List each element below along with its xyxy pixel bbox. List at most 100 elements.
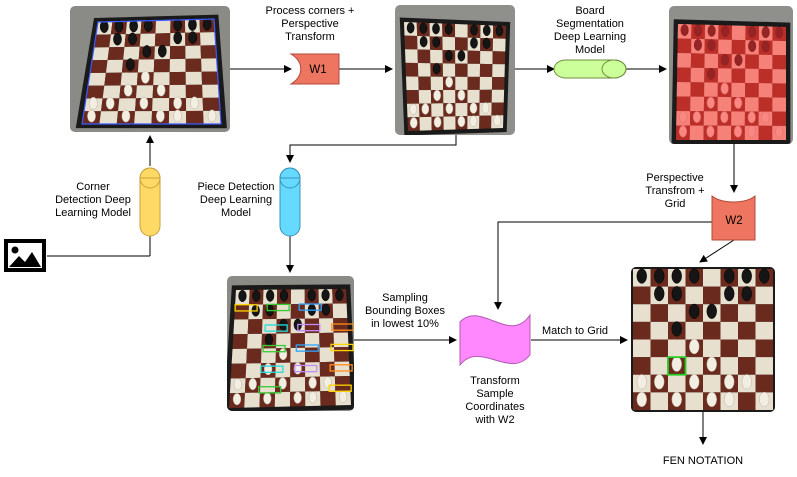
warped-board-piece [444, 23, 453, 35]
w1-label: W1 [309, 64, 326, 76]
detected-board-piece [308, 391, 317, 404]
warped-board-piece [421, 103, 430, 115]
corner-detection-photo [70, 6, 230, 132]
warped-board-square [492, 38, 506, 52]
final-board-piece [654, 286, 665, 302]
corner-board-square [153, 59, 170, 73]
warped-board-square [404, 35, 418, 50]
corner-board-square [186, 110, 204, 124]
detected-board-bounding-box [264, 324, 288, 332]
match-to-grid-label: Match to Grid [542, 325, 608, 337]
corner-board-square [99, 111, 119, 124]
corner-board-piece [123, 83, 133, 97]
corner-board-square [134, 111, 153, 124]
warped-board-square [480, 50, 493, 65]
detected-board-bounding-box [266, 303, 290, 312]
warped-board-piece [457, 115, 466, 128]
warped-board-square [418, 76, 431, 91]
final-board-matched-square [667, 356, 687, 376]
detected-board-square [276, 304, 291, 319]
final-board-square [685, 286, 703, 305]
final-board-square [650, 357, 668, 375]
piece-detection-photo [227, 276, 354, 411]
final-board-square [668, 304, 686, 322]
detected-board-square [233, 319, 249, 335]
warped-board-square [455, 102, 468, 117]
detected-board-square [304, 318, 320, 334]
corner-board-piece [139, 96, 149, 110]
detected-board-square [319, 318, 334, 333]
corner-board-square [152, 98, 170, 112]
corner-board-piece [142, 45, 152, 58]
corner-model-line-1: Corner [76, 181, 110, 193]
final-board-square [703, 374, 721, 393]
detected-board-piece [339, 390, 348, 403]
transform-sample-line-1: Transform [470, 375, 520, 387]
corner-board-square [139, 33, 156, 47]
detected-board-square [230, 363, 247, 379]
corner-board-square [154, 33, 171, 47]
corner-board-square [92, 47, 110, 61]
corner-board-square [200, 45, 217, 59]
warped-board-square [417, 49, 431, 64]
corner-board-square [104, 72, 122, 86]
warped-board-square [431, 103, 444, 117]
warped-board-square [405, 62, 419, 77]
final-board-square [755, 339, 773, 358]
warped-board-square [492, 51, 506, 65]
warped-board-square [430, 76, 444, 91]
corner-board-square [137, 59, 155, 73]
final-board-square [738, 339, 756, 358]
corner-board-square [118, 98, 136, 112]
corner-board-square [169, 45, 186, 60]
detected-board-bounding-box [329, 364, 353, 372]
warped-board-square [455, 37, 468, 51]
final-board-square [703, 286, 721, 305]
process-corners-line-1: Process corners + [266, 5, 355, 17]
corner-board-piece [188, 31, 198, 44]
final-board-square [755, 286, 773, 305]
warped-board-square [406, 76, 419, 91]
final-board-square [633, 339, 651, 358]
detected-board-piece [321, 303, 331, 316]
corner-board-square [155, 20, 171, 34]
final-board-piece [724, 268, 735, 284]
final-board-piece [671, 391, 682, 408]
warped-board-square [430, 49, 443, 64]
sampling-line-3: in lowest 10% [371, 318, 439, 330]
warped-board-square [419, 116, 432, 131]
detected-board-square [244, 392, 260, 408]
warped-board-piece [457, 89, 466, 101]
detected-board-bounding-box [234, 304, 258, 312]
detected-board-piece [293, 391, 302, 404]
corner-board-piece [156, 83, 166, 97]
warped-board-piece [445, 76, 453, 88]
warped-board-square [442, 63, 456, 77]
transform-sample-line-4: with W2 [474, 414, 514, 426]
warped-board-square [479, 63, 493, 77]
final-board-square [668, 374, 686, 393]
detected-board-square [333, 318, 348, 333]
warped-board-square [479, 115, 492, 129]
warped-board-square [491, 89, 505, 103]
final-board-square [650, 304, 668, 322]
warped-board-square [479, 89, 492, 103]
corner-board-piece [190, 96, 199, 110]
warped-board-piece [482, 24, 491, 37]
transform-sample-line-2: Sample [476, 388, 513, 400]
detected-board-square [304, 332, 320, 348]
perspective-transform-line-1: Perspective [646, 172, 703, 184]
warped-board-piece [470, 24, 478, 36]
corner-board-square [88, 72, 106, 86]
warped-board-square [455, 24, 468, 38]
final-board-square [685, 357, 703, 375]
detected-board-square [231, 348, 247, 364]
detected-board-square [246, 348, 262, 364]
final-board-piece [636, 391, 647, 408]
segmented-board-photo [669, 6, 793, 144]
final-board-square [685, 392, 703, 410]
